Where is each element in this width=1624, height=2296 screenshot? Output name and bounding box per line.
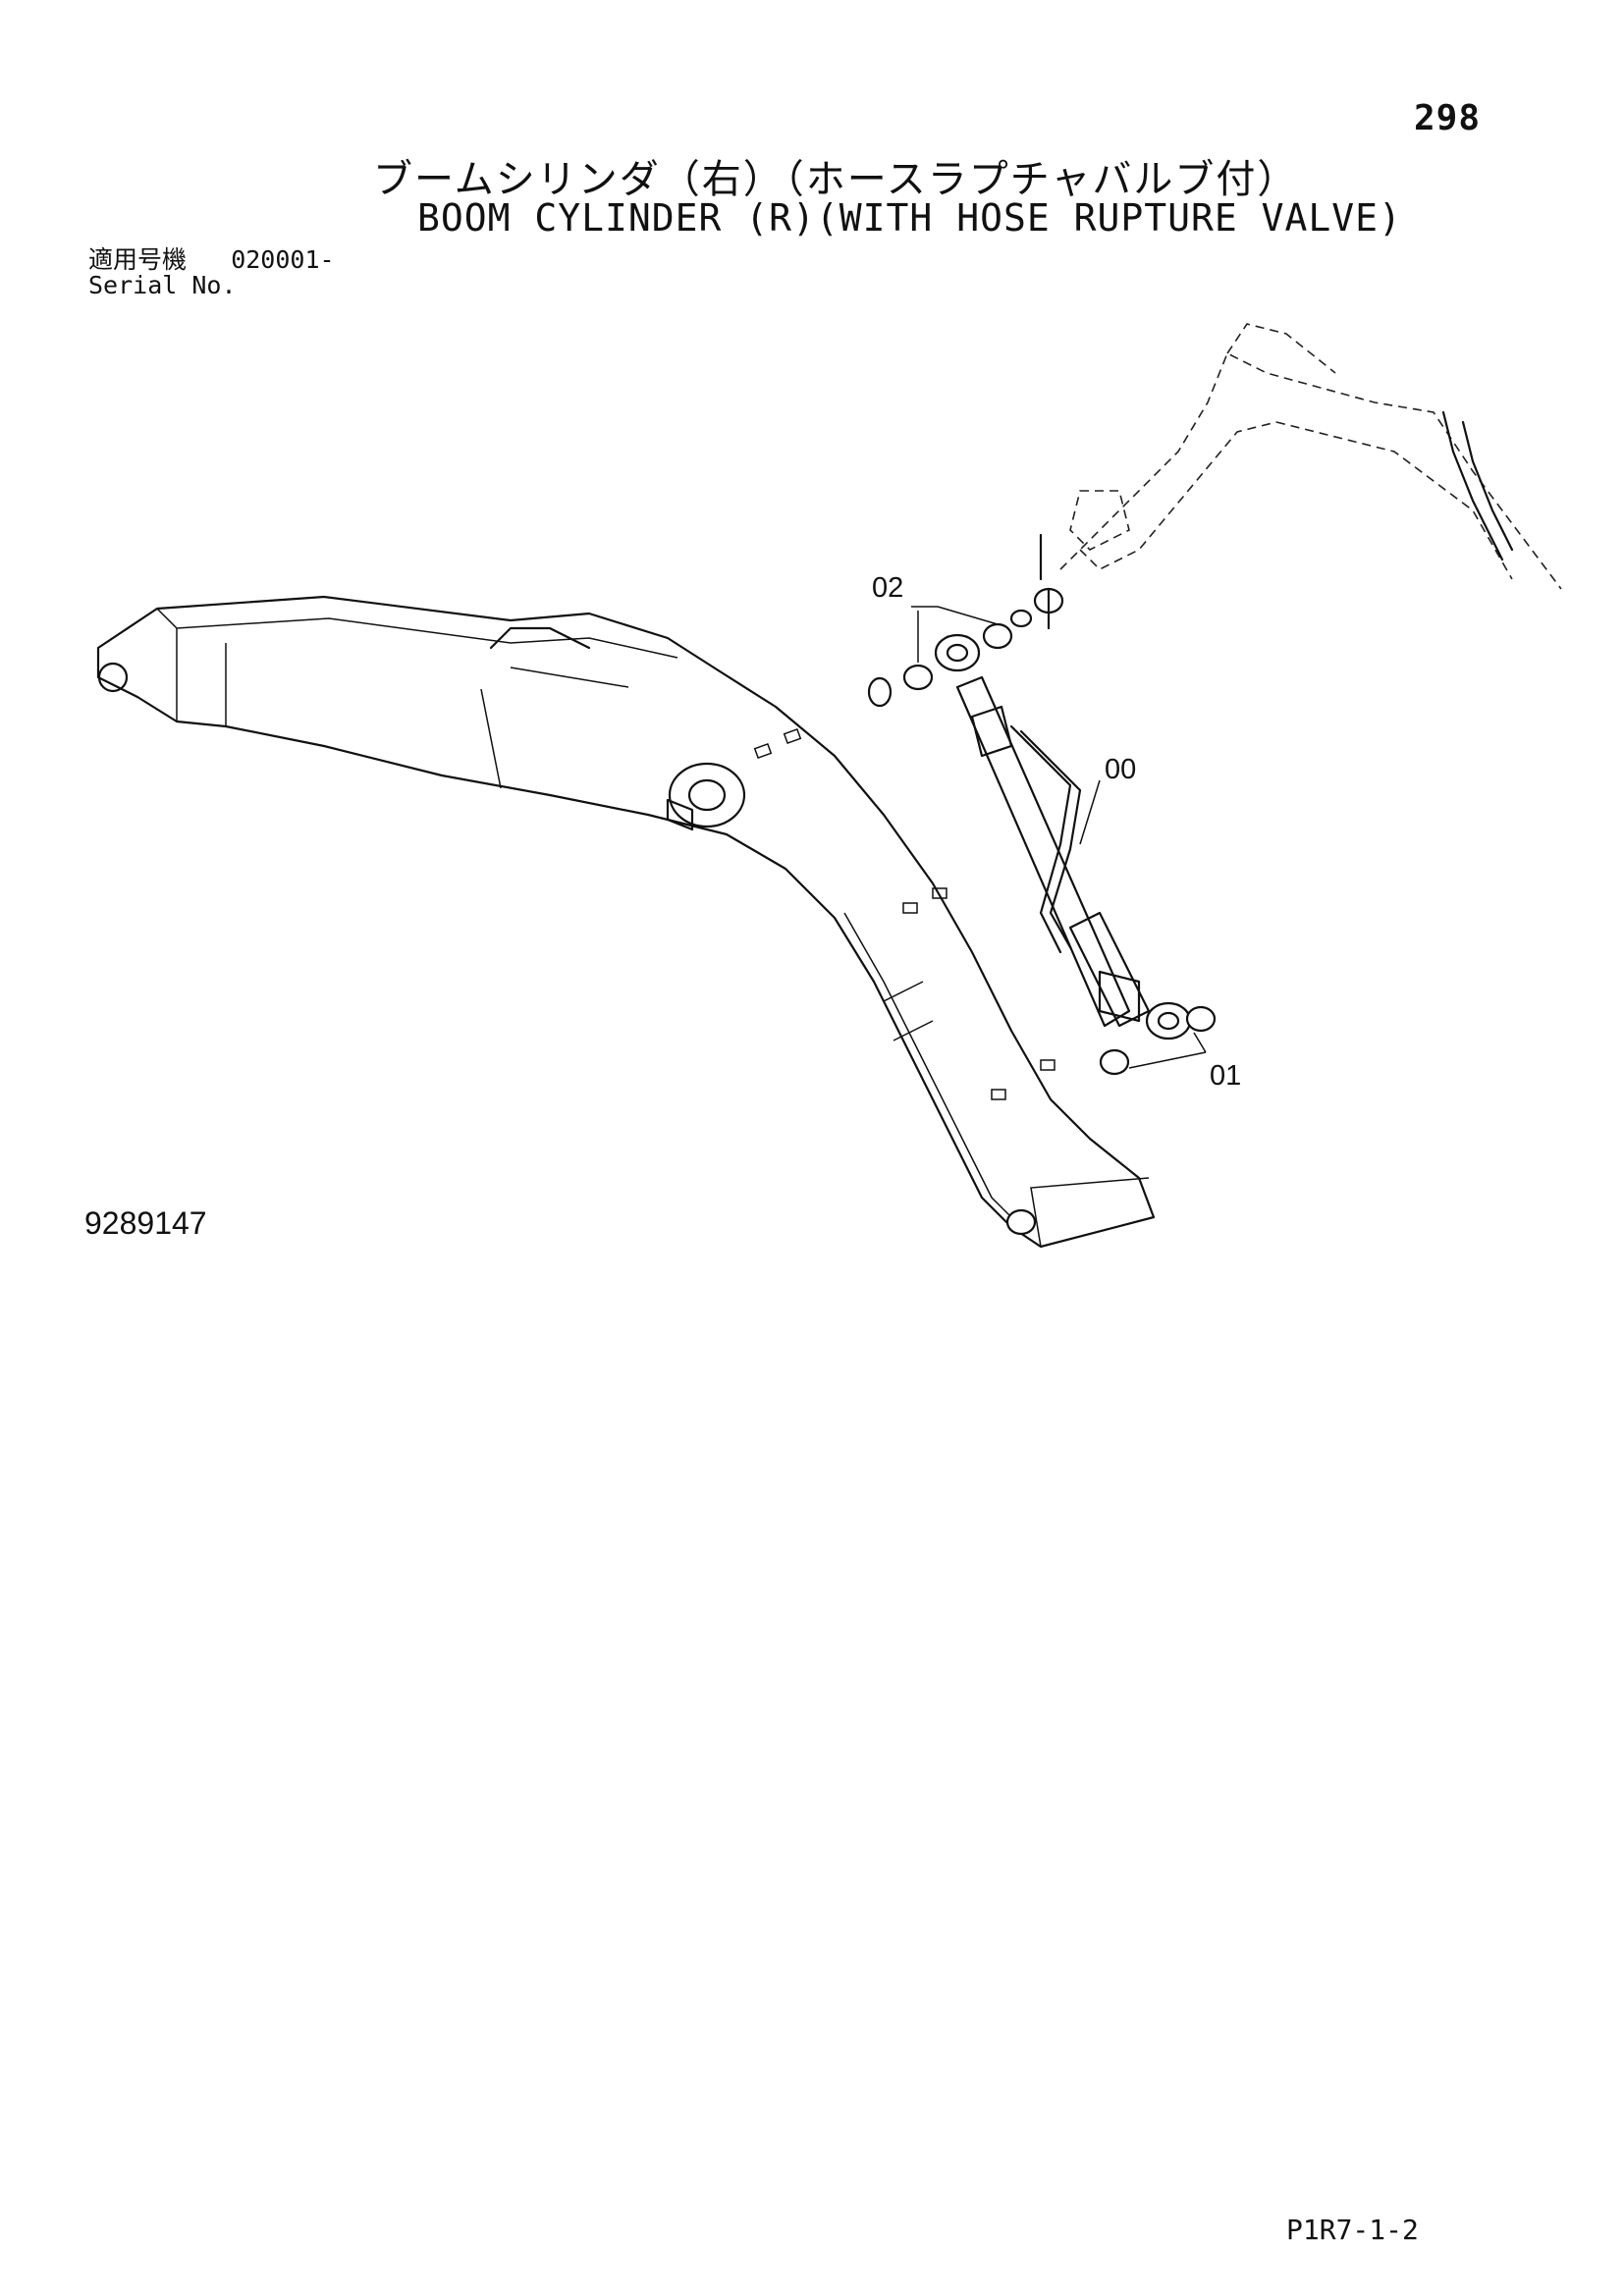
- title-english: BOOM CYLINDER (R)(WITH HOSE RUPTURE VALV…: [417, 196, 1402, 240]
- serial-label-ja: 適用号機: [88, 245, 188, 274]
- page-number: 298: [1414, 98, 1482, 138]
- boom-structure: [96, 595, 1156, 1249]
- page-code: P1R7-1-2: [1286, 2214, 1419, 2246]
- callout-leaders: [911, 606, 1207, 1069]
- callout-00: 00: [1105, 754, 1137, 785]
- boom-cylinder: [934, 633, 1192, 1041]
- title-japanese: ブームシリンダ（右）（ホースラプチャバルブ付）: [373, 157, 1299, 202]
- callout-01: 01: [1210, 1060, 1242, 1092]
- serial-label-en: Serial No.: [88, 271, 237, 299]
- serial-value: 020001-: [231, 245, 335, 274]
- excavator-location-view: [1059, 323, 1562, 590]
- drawing-number: 9289147: [84, 1205, 207, 1241]
- callout-02: 02: [872, 572, 904, 604]
- bushing-set: [867, 533, 1217, 1076]
- serial-block: 適用号機 020001- Serial No.: [88, 247, 335, 298]
